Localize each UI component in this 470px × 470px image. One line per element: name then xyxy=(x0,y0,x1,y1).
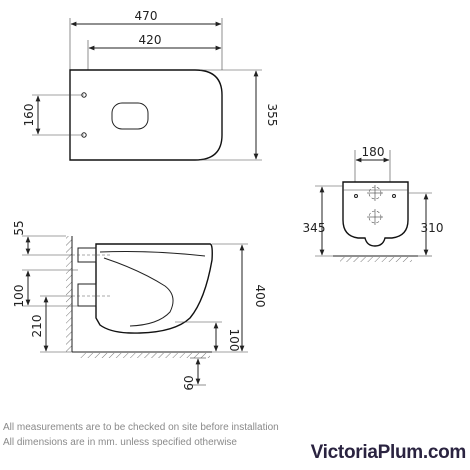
dim-gap-100: 100 xyxy=(227,329,241,352)
front-view: 180 345 310 xyxy=(303,145,444,262)
note-units: All dimensions are in mm. unless specifi… xyxy=(3,437,237,448)
dim-width-470: 470 xyxy=(135,9,158,23)
dim-offset-60: 60 xyxy=(182,375,196,390)
dim-offset-55: 55 xyxy=(12,220,26,235)
note-measurements: All measurements are to be checked on si… xyxy=(3,422,279,433)
dim-height-400: 400 xyxy=(253,285,267,308)
dim-width-420: 420 xyxy=(139,33,162,47)
dim-fixing-180: 180 xyxy=(362,145,385,159)
dim-fixing-160: 160 xyxy=(22,104,36,127)
dim-length-355: 355 xyxy=(265,104,279,127)
dim-height-310: 310 xyxy=(421,221,444,235)
dim-height-210: 210 xyxy=(30,315,44,338)
dim-waste-100: 100 xyxy=(12,285,26,308)
dim-height-345: 345 xyxy=(303,221,326,235)
side-view: 55 100 210 400 100 60 xyxy=(12,220,267,390)
top-view: 470 420 160 355 xyxy=(22,9,279,161)
brand-logo-text: VictoriaPlum.com xyxy=(310,442,467,463)
